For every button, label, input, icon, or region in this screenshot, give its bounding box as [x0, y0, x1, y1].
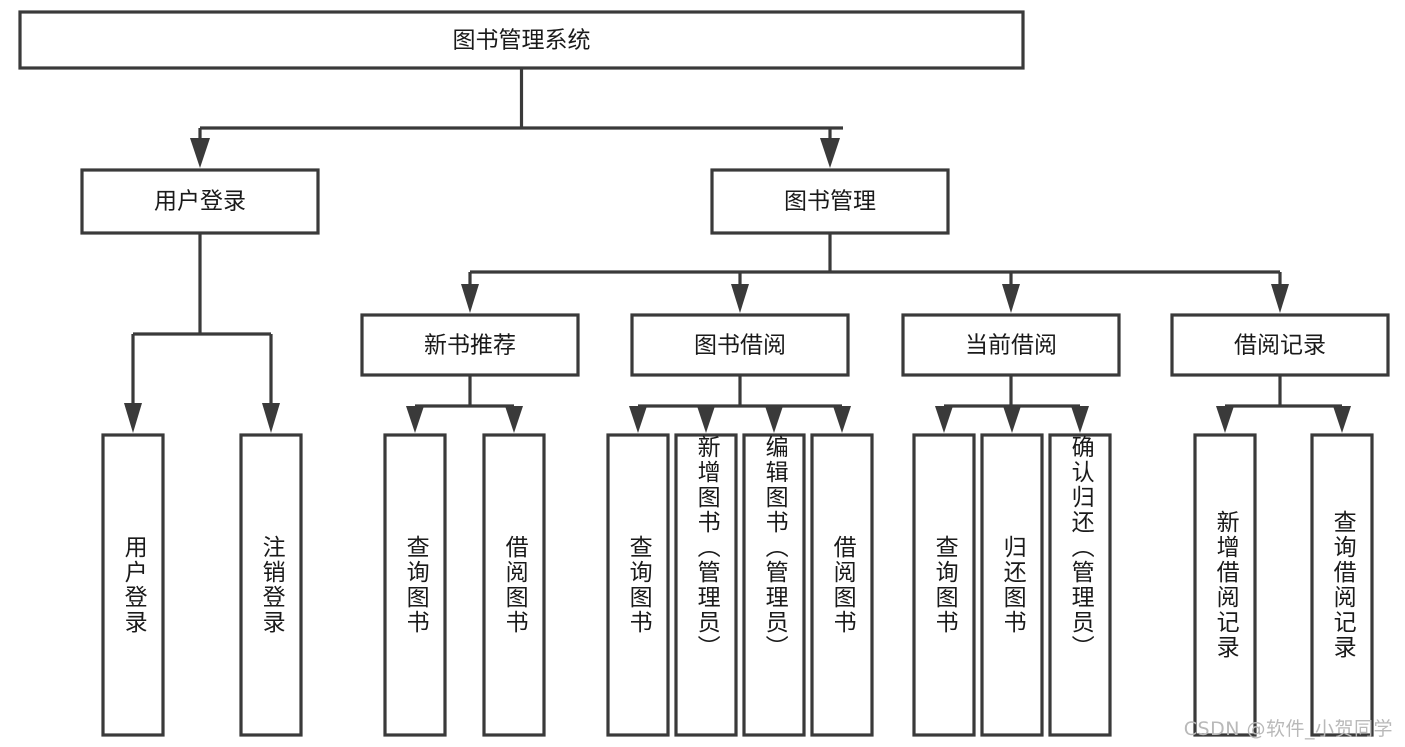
arrow-head-icon — [1002, 284, 1020, 313]
node-user-login-rect[interactable] — [80, 168, 320, 235]
arrow-head-icon — [124, 403, 142, 433]
node-borrow-record[interactable]: 借阅记录 — [1170, 313, 1390, 377]
arrow-head-icon — [406, 406, 424, 433]
leaf-box[interactable] — [482, 433, 546, 737]
node-book-borrow-label: 图书借阅 — [694, 333, 786, 359]
leaf-box[interactable] — [912, 433, 976, 737]
arrow-head-icon — [935, 406, 953, 433]
connector-group-borrow-record — [1216, 375, 1351, 433]
leaf-box[interactable] — [383, 433, 447, 737]
connector-group-user-login — [124, 233, 280, 433]
arrow-head-icon — [1333, 406, 1351, 433]
arrow-head-icon — [1003, 406, 1021, 433]
node-root-rect[interactable] — [18, 10, 1025, 70]
arrow-head-icon — [731, 284, 749, 313]
watermark: CSDN @软件_小贺同学 — [1183, 718, 1393, 740]
node-new-book-recommend[interactable]: 新书推荐 — [360, 313, 580, 377]
leaf-box[interactable] — [810, 433, 874, 737]
arrow-head-icon — [190, 138, 210, 168]
node-book-borrow-rect[interactable] — [630, 313, 850, 377]
arrow-head-icon — [505, 406, 523, 433]
node-new-book-recommend-rect[interactable] — [360, 313, 580, 377]
node-root-label: 图书管理系统 — [453, 28, 591, 54]
arrow-head-icon — [461, 284, 479, 313]
arrow-head-icon — [1271, 284, 1289, 313]
arrow-head-icon — [833, 406, 851, 433]
node-root[interactable]: 图书管理系统 — [18, 10, 1025, 70]
node-book-management[interactable]: 图书管理 — [710, 168, 950, 235]
node-current-borrow-label: 当前借阅 — [965, 333, 1057, 359]
arrow-head-icon — [262, 403, 280, 433]
arrow-head-icon — [1216, 406, 1234, 433]
leaf-box[interactable] — [980, 433, 1044, 737]
node-new-book-recommend-label: 新书推荐 — [424, 333, 516, 359]
node-current-borrow[interactable]: 当前借阅 — [901, 313, 1121, 377]
leaf-box[interactable] — [239, 433, 303, 737]
connector-group-current-borrow — [935, 375, 1089, 433]
node-user-login[interactable]: 用户登录 — [80, 168, 320, 235]
leaf-box[interactable] — [1193, 433, 1257, 737]
node-borrow-record-rect[interactable] — [1170, 313, 1390, 377]
node-borrow-record-label: 借阅记录 — [1234, 333, 1326, 359]
connector-group-book-borrow — [629, 375, 851, 433]
arrow-head-icon — [629, 406, 647, 433]
arrow-head-icon — [697, 406, 715, 433]
arrow-head-icon — [1071, 406, 1089, 433]
node-current-borrow-rect[interactable] — [901, 313, 1121, 377]
connector-group-new-book-recommend — [406, 375, 523, 433]
leaf-box[interactable] — [606, 433, 670, 737]
node-user-login-label: 用户登录 — [154, 189, 246, 215]
leaf-box[interactable] — [742, 433, 806, 737]
node-book-management-label: 图书管理 — [784, 189, 876, 215]
leaf-box[interactable] — [101, 433, 165, 737]
arrow-head-icon — [820, 138, 840, 168]
connector-group-root — [190, 68, 843, 168]
leaf-box[interactable] — [1310, 433, 1374, 737]
node-book-borrow[interactable]: 图书借阅 — [630, 313, 850, 377]
node-book-management-rect[interactable] — [710, 168, 950, 235]
leaf-box[interactable] — [1048, 433, 1112, 737]
arrow-head-icon — [765, 406, 783, 433]
connector-group-book-management — [461, 233, 1289, 313]
leaf-box[interactable] — [674, 433, 738, 737]
